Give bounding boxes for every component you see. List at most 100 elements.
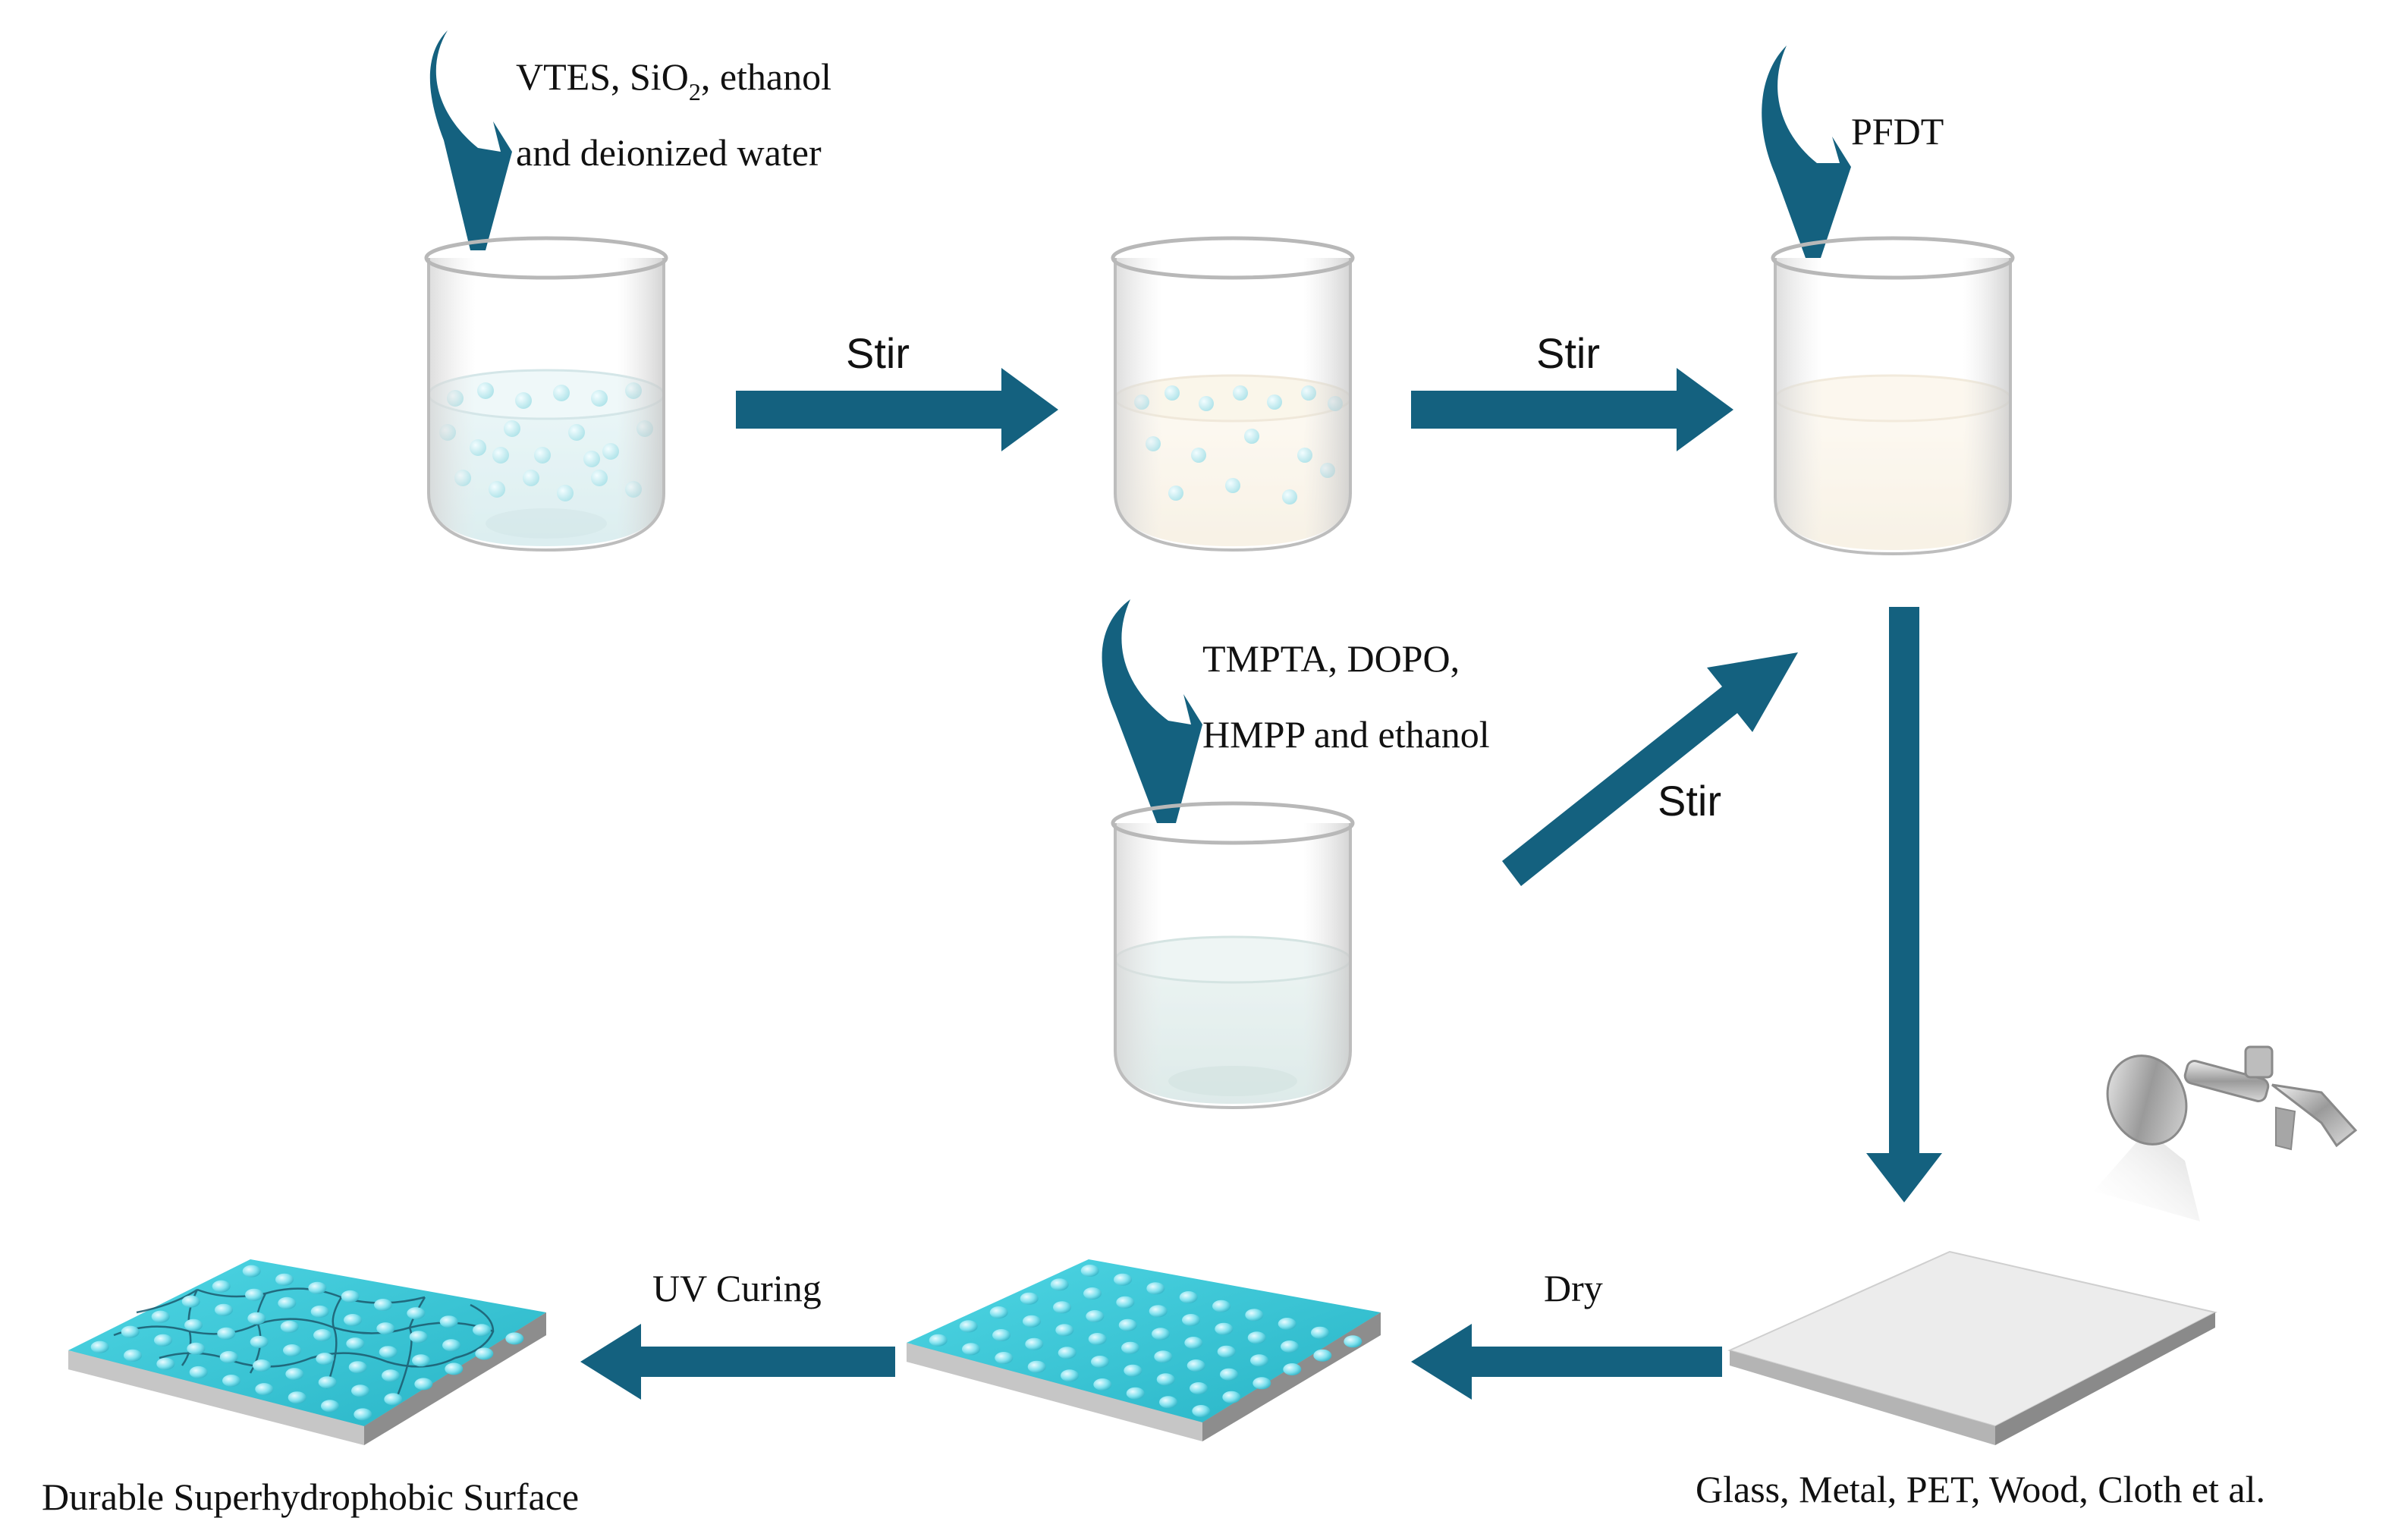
- droplet: [278, 1296, 297, 1309]
- arrow-dry: [1411, 1324, 1722, 1400]
- droplet: [1055, 1324, 1074, 1337]
- droplet: [351, 1384, 369, 1397]
- inputs-1-line2: and deionized water: [516, 131, 822, 174]
- coated-plate-dried: [907, 1259, 1381, 1441]
- droplet: [1281, 1340, 1299, 1353]
- arrow-stir-2: [1411, 368, 1733, 451]
- droplet: [1184, 1337, 1203, 1349]
- droplet: [308, 1281, 327, 1294]
- arrow-stir-3: [1502, 652, 1798, 886]
- curved-arrow-inputs-1: [429, 30, 512, 250]
- curved-arrow-pfdt: [1762, 46, 1851, 258]
- droplet: [151, 1310, 170, 1323]
- droplet: [1182, 1314, 1200, 1326]
- droplet: [245, 1288, 263, 1301]
- droplet: [929, 1334, 948, 1347]
- droplet: [1061, 1369, 1079, 1382]
- droplet: [409, 1331, 428, 1344]
- spray-gun-icon: [2094, 1045, 2358, 1221]
- droplet: [1313, 1349, 1332, 1362]
- beaker-4: [1111, 801, 1355, 1110]
- droplet: [1222, 1391, 1241, 1403]
- droplet-group-cured: [90, 1265, 524, 1421]
- droplet: [1025, 1337, 1044, 1350]
- droplet: [445, 1362, 464, 1375]
- droplet: [1114, 1273, 1132, 1286]
- droplet: [344, 1314, 362, 1326]
- arrow-stir-1: [736, 368, 1058, 451]
- droplet: [124, 1349, 142, 1362]
- droplet: [382, 1369, 400, 1382]
- droplet: [1278, 1318, 1297, 1330]
- droplet: [1245, 1309, 1264, 1322]
- droplet: [1027, 1360, 1046, 1373]
- droplet: [376, 1322, 395, 1335]
- droplet: [1126, 1387, 1145, 1400]
- droplet: [962, 1343, 980, 1356]
- droplet: [475, 1347, 494, 1360]
- inputs-2-line2: HMPP and ethanol: [1202, 713, 1490, 756]
- droplet: [253, 1359, 271, 1372]
- droplet: [354, 1408, 372, 1421]
- droplet: [1190, 1382, 1208, 1394]
- droplet: [255, 1383, 274, 1396]
- droplet: [346, 1337, 365, 1350]
- droplet: [1121, 1341, 1139, 1354]
- droplet: [1020, 1292, 1039, 1305]
- droplet: [187, 1342, 206, 1355]
- droplet: [1116, 1296, 1135, 1309]
- droplet: [250, 1335, 269, 1348]
- droplet: [275, 1273, 294, 1286]
- droplet: [1080, 1265, 1099, 1277]
- droplet: [1146, 1282, 1165, 1295]
- substrate-plate: [1727, 1250, 2217, 1445]
- label-pfdt: PFDT: [1851, 110, 1944, 152]
- droplet: [407, 1307, 426, 1320]
- droplet: [1086, 1310, 1105, 1322]
- droplet: [288, 1391, 306, 1404]
- droplet: [1118, 1318, 1137, 1331]
- beaker-2: [1111, 236, 1355, 552]
- droplet: [217, 1327, 236, 1340]
- droplet: [1083, 1287, 1102, 1300]
- droplet: [219, 1350, 238, 1363]
- arrow-uv-curing: [580, 1324, 895, 1400]
- droplet: [156, 1357, 175, 1370]
- droplet: [1220, 1368, 1238, 1381]
- droplet: [1344, 1335, 1363, 1348]
- droplet: [1186, 1359, 1205, 1372]
- droplet: [1212, 1300, 1231, 1312]
- droplet: [310, 1305, 329, 1318]
- droplet: [280, 1320, 299, 1333]
- droplet: [222, 1375, 240, 1387]
- droplet: [1058, 1347, 1076, 1359]
- droplet: [1050, 1278, 1069, 1291]
- droplet: [212, 1280, 231, 1293]
- droplet: [959, 1320, 978, 1333]
- arrow-down: [1866, 607, 1942, 1202]
- droplet: [1152, 1328, 1170, 1340]
- droplet: [995, 1352, 1014, 1364]
- droplet: [1093, 1378, 1112, 1391]
- droplet: [313, 1329, 332, 1341]
- droplet: [154, 1334, 172, 1347]
- droplet: [1215, 1322, 1234, 1335]
- label-uv-curing: UV Curing: [652, 1267, 822, 1309]
- cured-plate: [68, 1259, 546, 1445]
- droplet: [184, 1318, 203, 1331]
- droplet: [316, 1353, 335, 1366]
- droplet: [283, 1344, 301, 1356]
- droplet: [1247, 1331, 1266, 1344]
- inputs-1-line1: VTES, SiO2, ethanol: [516, 55, 831, 105]
- droplet: [1124, 1364, 1142, 1377]
- droplet: [379, 1346, 398, 1359]
- droplet: [1192, 1405, 1211, 1417]
- droplet: [505, 1332, 524, 1345]
- label-substrates: Glass, Metal, PET, Wood, Cloth et al.: [1696, 1468, 2265, 1510]
- droplet: [1283, 1363, 1302, 1375]
- droplet: [412, 1354, 430, 1367]
- droplet-group-dried: [929, 1265, 1363, 1417]
- droplet: [1217, 1345, 1236, 1358]
- droplet: [348, 1361, 367, 1374]
- droplet: [121, 1325, 140, 1338]
